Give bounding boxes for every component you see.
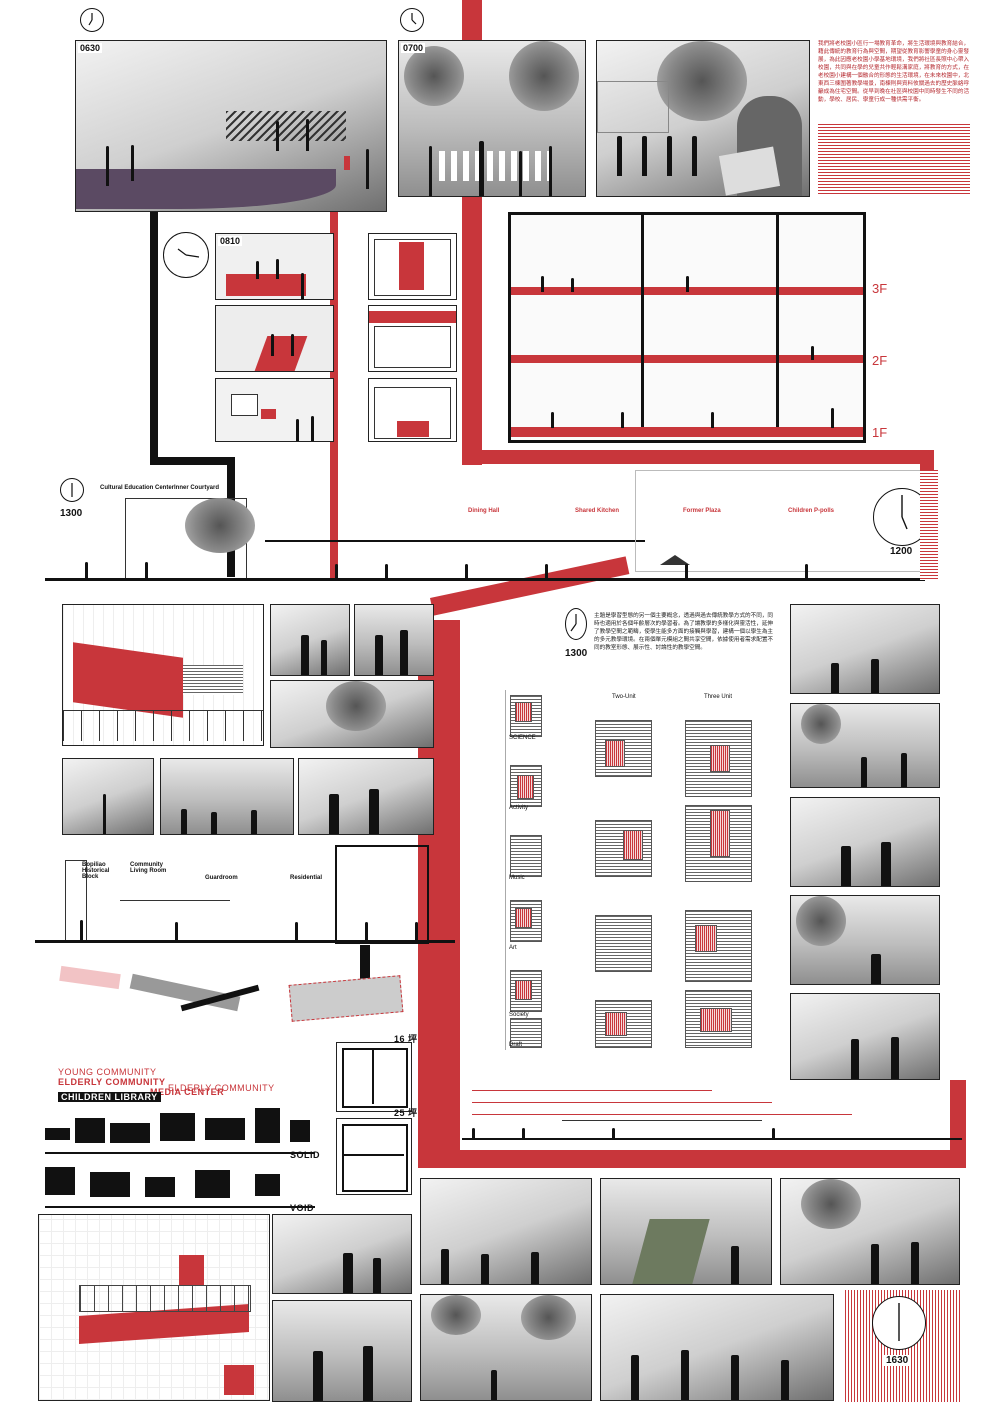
stripe-block-1200 [920,470,938,580]
photo-classroom-3 [215,378,334,442]
void-diagram [45,1162,315,1210]
photo-taichi-elders [596,40,810,197]
section-label: Children P-polls [788,508,835,514]
photo-alley [62,758,154,835]
plan-classroom-3 [368,378,457,442]
section-label: Dining Hall [468,508,500,514]
photo-right-2 [790,703,940,788]
solid-diagram [45,1108,315,1156]
void-label: VOID [290,1203,315,1213]
site-diagram [40,960,404,1030]
section-label: Cultural Education Center [100,485,175,491]
time-label: 0700 [401,43,426,53]
section-label: Shared Kitchen [575,508,620,514]
site-plan-bottom [38,1214,270,1401]
clock-icon [565,608,587,640]
program-children-library: CHILDREN LIBRARY [58,1092,161,1102]
time-label: 0630 [78,43,103,53]
black-path-2 [150,457,235,465]
essay-top: 我們將老校園小區行一場教育革命，將生活環境與教育結合，藉此傳統的教育行為與空間，… [818,41,970,103]
section-label: Residential [290,875,323,881]
photo-children-2 [354,604,434,676]
photo-morning-track: 0630 [75,40,387,212]
module-matrix [505,690,775,1050]
photo-music-elders [298,758,434,835]
photo-bottom-5 [780,1178,960,1285]
clock-icon [60,478,84,502]
program-media-center: MEDIA CENTER [150,1087,225,1097]
photo-right-4 [790,895,940,985]
photo-bottom-6 [420,1294,592,1401]
matrix-row-label: Music [509,875,525,881]
plan-classroom-2 [368,305,457,372]
plan-area-25: 25 坪 [394,1108,418,1118]
matrix-col-header: Two-Unit [612,694,636,700]
photo-bottom-4 [600,1178,772,1285]
stripe-block-top [818,124,970,196]
program-elderly-community-2: ELDERLY COMMUNITY [168,1083,275,1093]
section-label: Former Plaza [683,508,721,514]
section-b-drawing [35,840,455,950]
time-label: 0810 [218,236,243,246]
photo-bottom-3 [420,1178,592,1285]
matrix-row-label: Art [509,945,517,951]
essay-middle: 主題是學習型態的另一個主要概念，透過與過去傳統教學方式的不同，同時也適用於各個年… [594,613,774,651]
photo-right-5 [790,993,940,1080]
section-label: Community Living Room [130,862,167,874]
floor-label-1f: 1F [872,425,888,440]
photo-courtyard-tree [270,680,434,748]
section-c-drawing [462,1080,962,1150]
time-label: 1300 [60,508,83,519]
photo-crosswalk: 0700 [398,40,586,197]
plan-area-16: 16 坪 [394,1034,418,1044]
program-elderly-community: ELDERLY COMMUNITY [58,1077,166,1087]
photo-elders-circle [160,758,294,835]
matrix-row-label: Activity [509,805,529,811]
section-a-drawing [45,470,927,590]
time-label: 1630 [884,1355,911,1366]
clock-icon [163,232,209,278]
photo-right-1 [790,604,940,694]
building-section [508,212,866,443]
time-label: 1200 [890,546,913,557]
red-spine-thin [330,190,338,580]
plan-classroom-1 [368,233,457,300]
clock-icon [400,8,424,32]
photo-bottom-1 [272,1214,412,1294]
site-plan-red [62,604,264,746]
clock-icon [872,1296,926,1350]
photo-children-1 [270,604,350,676]
red-band-lower-right [950,1080,966,1165]
solid-label: SOLID [290,1150,321,1160]
section-label: Bopiliao Historical Block [82,862,110,880]
photo-bottom-2 [272,1300,412,1402]
time-label: 1300 [565,648,588,659]
floor-label-2f: 2F [872,353,888,368]
photo-bottom-7 [600,1294,834,1401]
photo-right-3 [790,797,940,887]
floor-label-3f: 3F [872,281,888,296]
clock-icon [80,8,104,32]
matrix-row-label: SCIENCE [509,735,536,741]
red-band-upper [462,450,934,464]
unit-plan-16 [336,1042,412,1112]
photo-classroom-1: 0810 [215,233,334,300]
matrix-row-label: Society [509,1012,529,1018]
unit-plan-25 [336,1118,412,1195]
black-path-1 [150,205,158,465]
matrix-col-header: Three Unit [704,694,733,700]
section-label: Inner Courtyard [174,485,220,491]
program-young-community: YOUNG COMMUNITY [58,1067,157,1077]
photo-classroom-2 [215,305,334,372]
matrix-row-label: Draft [509,1042,523,1048]
section-label: Guardroom [205,875,238,881]
red-band-lower [418,1150,966,1168]
